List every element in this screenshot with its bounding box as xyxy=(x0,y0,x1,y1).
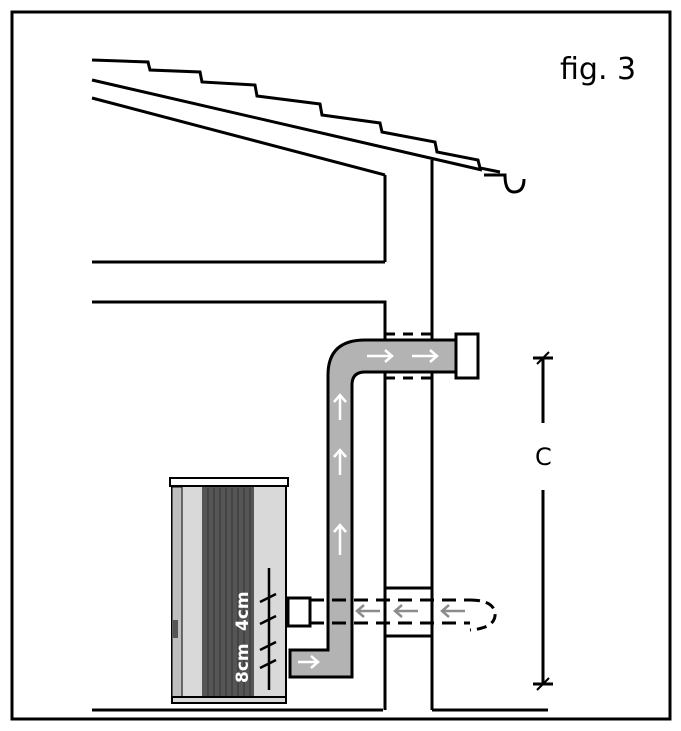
air-intake-duct xyxy=(310,598,497,632)
stove-side-panel xyxy=(202,487,254,697)
exhaust-arrows xyxy=(298,349,439,669)
clearance-marks xyxy=(259,568,277,690)
exhaust-arrow-icon xyxy=(333,523,347,555)
dimension-label: C xyxy=(535,443,552,471)
stove-top xyxy=(169,477,289,487)
dimension-c xyxy=(533,351,553,691)
lower-ceiling-line xyxy=(92,300,387,710)
intake-arrows xyxy=(355,604,465,618)
roof-tiles xyxy=(91,58,501,174)
figure-frame xyxy=(10,10,672,721)
clearance-label-4cm: 4cm xyxy=(233,591,253,631)
clearance-label-8cm: 8cm xyxy=(233,643,253,683)
figure-label: fig. 3 xyxy=(560,52,636,87)
stove-handle xyxy=(173,620,178,638)
stove-intake-connector xyxy=(286,596,312,628)
flue-pipe xyxy=(288,338,462,679)
exhaust-arrow-icon xyxy=(367,349,394,363)
exhaust-arrow-icon xyxy=(333,393,347,420)
roof-line-lower xyxy=(91,96,386,177)
exhaust-arrow-icon xyxy=(412,349,439,363)
stove-front-edge xyxy=(171,486,183,698)
stove-grille xyxy=(207,488,251,696)
intake-arrow-icon xyxy=(440,604,465,618)
exhaust-arrow-icon xyxy=(298,655,320,669)
pellet-stove xyxy=(169,477,289,704)
intake-arrow-icon xyxy=(393,604,418,618)
exhaust-arrow-icon xyxy=(333,448,347,475)
gutter xyxy=(484,173,526,194)
flue-terminal-cap xyxy=(454,332,480,380)
intake-arrow-icon xyxy=(355,604,380,618)
roof-line-upper xyxy=(91,78,483,172)
